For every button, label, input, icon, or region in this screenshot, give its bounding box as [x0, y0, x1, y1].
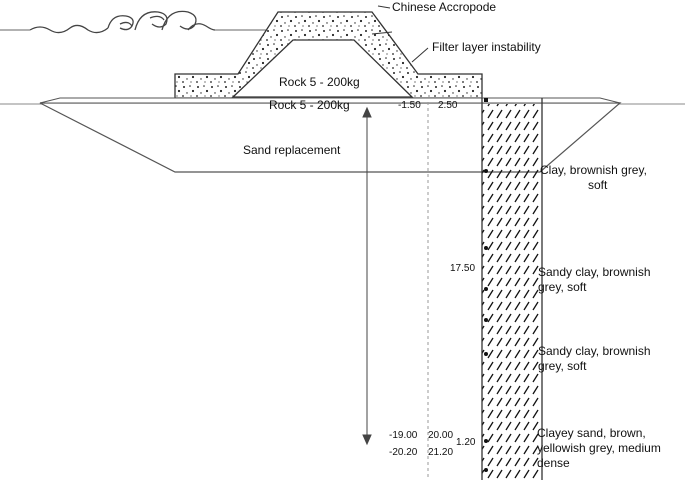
soil-layer-3-line2: grey, soft [538, 359, 587, 373]
rock-bed-label: Rock 5 - 200kg [269, 98, 350, 112]
depth-dimension-arrow [362, 106, 372, 446]
soil-layer-3: Sandy clay, brownish grey, soft [538, 344, 683, 374]
rock-bed [39, 97, 621, 104]
armour-leader [377, 5, 391, 9]
borehole-depth-value: 17.50 [450, 263, 476, 274]
soil-layer-2: Sandy clay, brownish grey, soft [538, 265, 683, 295]
soil-layer-1: Clay, brownish grey, soft [540, 163, 680, 193]
soil-layer-1-line2: soft [588, 178, 608, 192]
bed-offset-value: 2.50 [438, 100, 458, 111]
bottom-depth-2-value: 21.20 [428, 447, 454, 458]
soil-layer-4-line2: yellowish grey, medium [537, 441, 661, 455]
bed-level-value: -1.50 [398, 100, 421, 111]
soil-layer-2-line2: grey, soft [538, 280, 587, 294]
soil-layer-1-line1: Clay, brownish grey, [540, 163, 647, 177]
sand-replacement-label: Sand replacement [243, 143, 341, 157]
layer-thickness-value: 1.20 [456, 437, 476, 448]
soil-layer-3-line1: Sandy clay, brownish [538, 344, 651, 358]
soil-layer-4-line3: dense [537, 456, 570, 470]
filter-leader [411, 47, 429, 63]
bottom-level-2-value: -20.20 [389, 447, 418, 458]
rock-core [231, 39, 414, 98]
armour-label: Chinese Accropode [392, 0, 497, 14]
bottom-depth-1-value: 20.00 [428, 430, 454, 441]
soil-layer-4-line1: Clayey sand, brown, [537, 426, 646, 440]
borehole-hatch [482, 104, 542, 480]
bottom-level-1-value: -19.00 [389, 430, 418, 441]
rock-core-label: Rock 5 - 200kg [279, 75, 360, 89]
soil-layer-4: Clayey sand, brown, yellowish grey, medi… [537, 426, 683, 471]
wave-crest-icon [29, 10, 216, 34]
filter-instability-label: Filter layer instability [432, 40, 541, 54]
soil-layer-2-line1: Sandy clay, brownish [538, 265, 651, 279]
